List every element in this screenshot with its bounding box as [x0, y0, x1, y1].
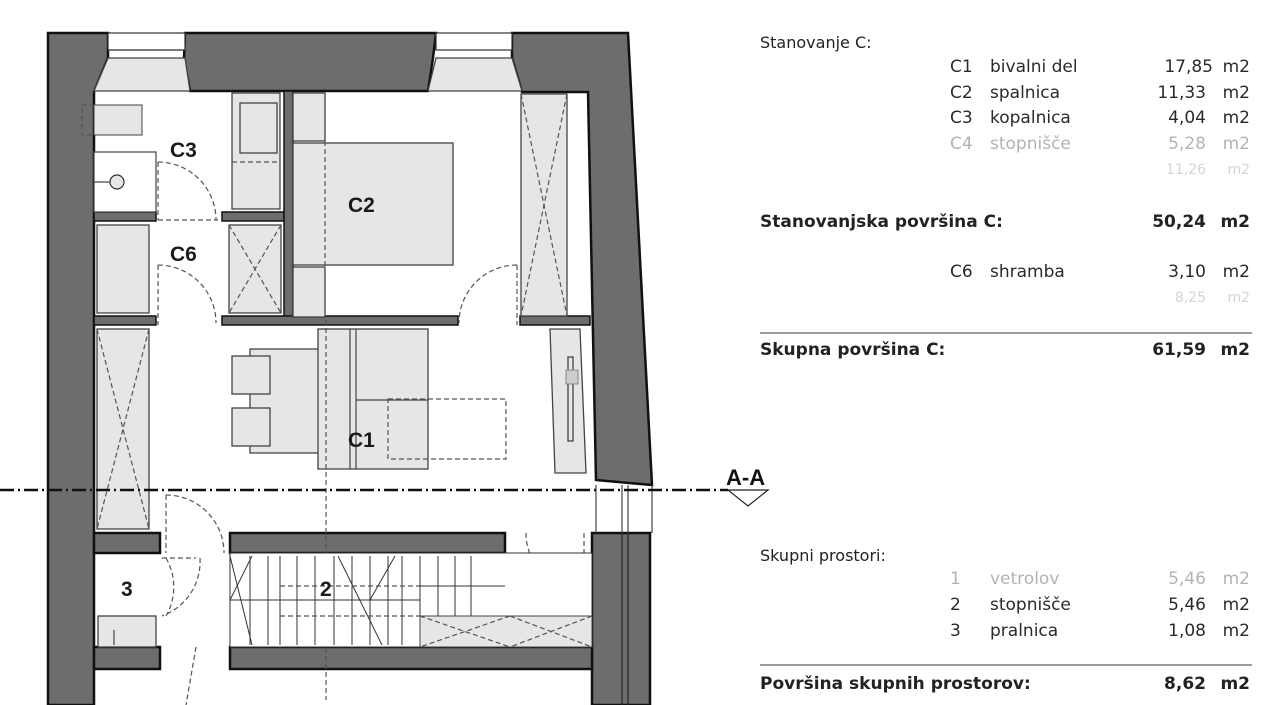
- room-name: pralnica: [990, 621, 1059, 641]
- room-unit: m2: [1222, 569, 1250, 589]
- common-total: Površina skupnih prostorov: 8,62 m2: [760, 671, 1250, 697]
- common-total-label: Površina skupnih prostorov:: [760, 674, 1031, 694]
- window-top-left: [93, 32, 191, 92]
- staircase-2: [229, 552, 593, 648]
- room-name: stopnišče: [990, 134, 1071, 154]
- room-code: 2: [950, 595, 961, 615]
- common-total-unit: m2: [1220, 674, 1250, 694]
- room-code: 3: [950, 621, 961, 641]
- room-row-c4: C4 stopnišče 5,28 m2: [950, 131, 1250, 157]
- room-row-c6: C6 shramba 3,10 m2: [950, 259, 1250, 285]
- room-row-c7: 8,25 m2: [950, 285, 1250, 311]
- apartment-total: Skupna površina C: 61,59 m2: [760, 337, 1250, 363]
- room-row-c1: C1 bivalni del 17,85 m2: [950, 54, 1250, 80]
- storage-c6-fixtures: [96, 224, 282, 325]
- apartment-total-unit: m2: [1220, 340, 1250, 360]
- room-area: 11,26: [1165, 162, 1206, 178]
- room-label-c3: C3: [170, 139, 197, 162]
- room-unit: m2: [1222, 134, 1250, 154]
- divider: [760, 332, 1252, 334]
- room-unit: m2: [1227, 290, 1250, 306]
- room-code: C6: [950, 262, 973, 282]
- window-top-right: [427, 32, 523, 92]
- room-unit: m2: [1222, 108, 1250, 128]
- living-area-unit: m2: [1220, 212, 1250, 232]
- laundry-3-fixture: [97, 615, 157, 648]
- room-name: bivalni del: [990, 57, 1078, 77]
- room-label-c2: C2: [348, 194, 375, 217]
- room-row-c5: 11,26 m2: [950, 157, 1250, 183]
- room-area: 5,46: [1168, 595, 1206, 615]
- bedroom-c2-furniture: [292, 92, 568, 325]
- room-label-2: 2: [320, 578, 332, 601]
- room-unit: m2: [1222, 621, 1250, 641]
- living-area-label: Stanovanjska površina C:: [760, 212, 1003, 232]
- room-area: 4,04: [1168, 108, 1206, 128]
- room-unit: m2: [1222, 57, 1250, 77]
- room-name: kopalnica: [990, 108, 1071, 128]
- room-area: 17,85: [1164, 57, 1213, 77]
- room-unit: m2: [1222, 83, 1250, 103]
- section-marker-label: A-A: [726, 465, 765, 490]
- apartment-total-label: Skupna površina C:: [760, 340, 946, 360]
- room-row-c3: C3 kopalnica 4,04 m2: [950, 105, 1250, 131]
- room-name: vetrolov: [990, 569, 1060, 589]
- room-area: 5,28: [1168, 134, 1206, 154]
- room-area: 3,10: [1168, 262, 1206, 282]
- outer-wall-right-lower: [590, 485, 653, 705]
- living-c1-furniture: [96, 320, 587, 700]
- common-total-value: 8,62: [1164, 674, 1206, 694]
- common-row-1: 1 vetrolov 5,46 m2: [950, 566, 1250, 592]
- room-area: 8,25: [1174, 290, 1206, 306]
- room-code: C4: [950, 134, 973, 154]
- room-unit: m2: [1227, 162, 1250, 178]
- room-area: 11,33: [1157, 83, 1206, 103]
- room-code: C3: [950, 108, 973, 128]
- room-unit: m2: [1222, 595, 1250, 615]
- bathroom-c3-fixtures: [81, 92, 281, 221]
- room-label-c6: C6: [170, 243, 197, 266]
- living-area-value: 50,24: [1152, 212, 1206, 232]
- room-name: shramba: [990, 262, 1065, 282]
- room-name: spalnica: [990, 83, 1061, 103]
- common-heading: Skupni prostori:: [760, 546, 886, 565]
- room-unit: m2: [1222, 262, 1250, 282]
- floor-plan: .wall { fill: #6d6d70; stroke: #111; str…: [0, 31, 770, 705]
- living-area-total: Stanovanjska površina C: 50,24 m2: [760, 209, 1250, 235]
- apartment-total-value: 61,59: [1152, 340, 1206, 360]
- common-row-3: 3 pralnica 1,08 m2: [950, 618, 1250, 644]
- room-area: 5,46: [1168, 569, 1206, 589]
- room-label-c1: C1: [348, 429, 375, 452]
- room-row-c2: C2 spalnica 11,33 m2: [950, 80, 1250, 106]
- divider: [760, 664, 1252, 666]
- room-name: stopnišče: [990, 595, 1071, 615]
- room-code: 1: [950, 569, 961, 589]
- section-line-a-a: [0, 488, 770, 507]
- room-area: 1,08: [1168, 621, 1206, 641]
- room-code: C2: [950, 83, 973, 103]
- apartment-heading: Stanovanje C:: [760, 33, 872, 52]
- common-row-2: 2 stopnišče 5,46 m2: [950, 592, 1250, 618]
- room-code: C1: [950, 57, 973, 77]
- interior-walls: [92, 90, 594, 671]
- room-label-3: 3: [121, 578, 133, 601]
- area-table: Stanovanje C: C1 bivalni del 17,85 m2 C2…: [760, 0, 1260, 705]
